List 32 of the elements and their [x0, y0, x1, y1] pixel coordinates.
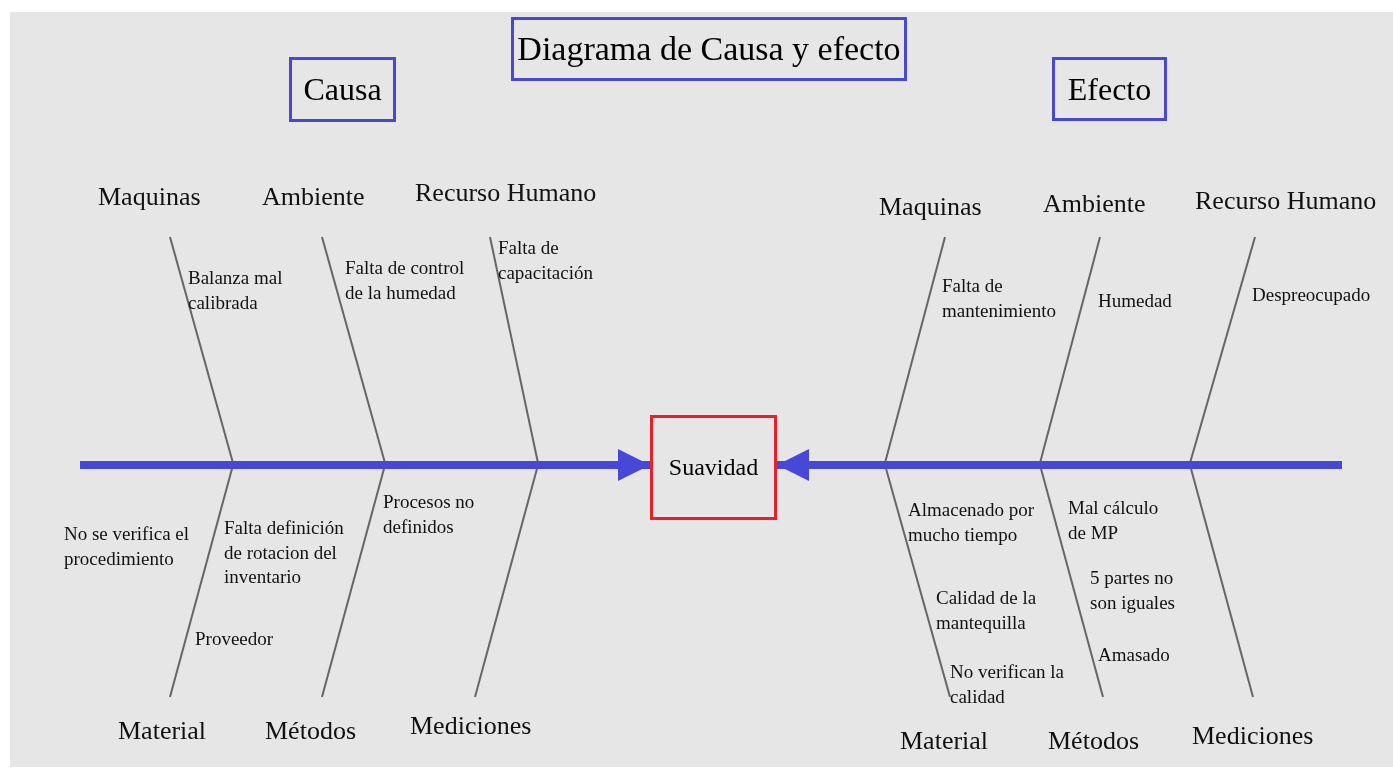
cause-label: Despreocupado	[1252, 283, 1371, 307]
cause-label: Almacenado por mucho tiempo	[908, 498, 1036, 547]
category-label: Recurso Humano	[1195, 185, 1377, 217]
category-label: Mediciones	[410, 710, 532, 742]
cause-label: Proveedor	[195, 627, 274, 651]
effect-box: Suavidad	[650, 415, 777, 520]
cause-label: Falta definición de rotacion del inventario	[224, 516, 345, 590]
category-label: Recurso Humano	[415, 177, 597, 209]
cause-label: Humedad	[1098, 289, 1172, 313]
category-label: Mediciones	[1192, 720, 1314, 752]
cause-label: Calidad de la mantequilla	[936, 586, 1038, 635]
cause-label: Falta de control de la humedad	[345, 256, 466, 305]
category-label: Ambiente	[1043, 188, 1146, 220]
cause-label: Falta de mantenimiento	[942, 274, 1057, 323]
category-label: Maquinas	[98, 181, 201, 213]
title: Diagrama de Causa y efecto	[511, 17, 907, 81]
category-label: Material	[900, 725, 989, 757]
category-label: Métodos	[1048, 725, 1139, 757]
category-label: Métodos	[265, 715, 356, 747]
cause-label: Amasado	[1098, 643, 1170, 667]
cause-label: No se verifica el procedimiento	[64, 522, 191, 571]
cause-label: Mal cálculo de MP	[1068, 496, 1160, 545]
cause-label: 5 partes no son iguales	[1090, 566, 1176, 615]
category-label: Maquinas	[879, 191, 982, 223]
category-label: Material	[118, 715, 207, 747]
cause-label: No verifican la calidad	[950, 660, 1065, 709]
heading-box: Efecto	[1052, 57, 1167, 121]
cause-label: Balanza mal calibrada	[188, 266, 284, 315]
category-label: Ambiente	[262, 181, 365, 213]
cause-label: Falta de capacitación	[498, 236, 594, 285]
heading-box: Causa	[289, 57, 396, 122]
cause-label: Procesos no definidos	[383, 490, 476, 539]
